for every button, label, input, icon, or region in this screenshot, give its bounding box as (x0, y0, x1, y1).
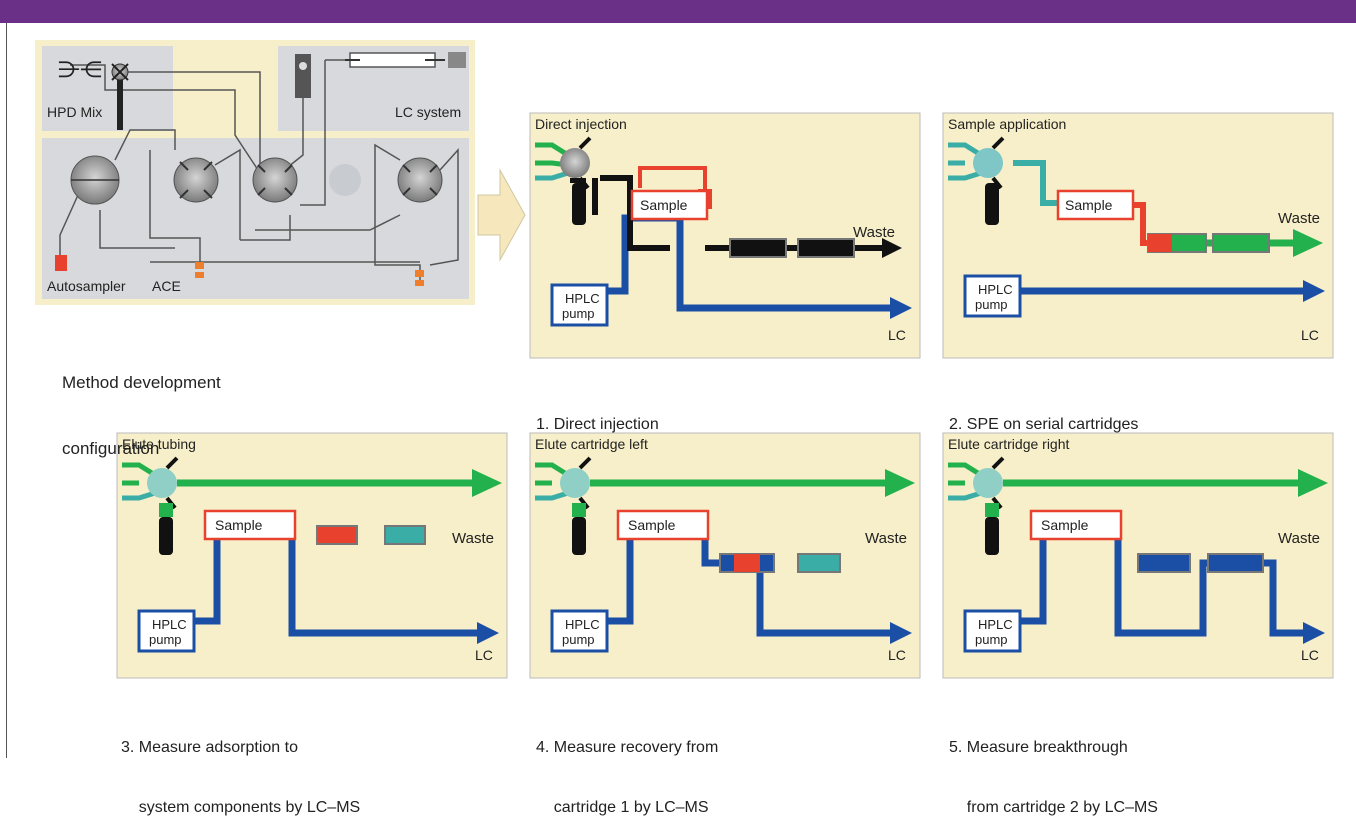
sample-label: Sample (640, 197, 688, 213)
left-rule (6, 23, 7, 758)
waste-label: Waste (865, 530, 907, 547)
hpd-mix-box (42, 46, 173, 131)
hpd-mix-label: HPD Mix (47, 104, 102, 120)
lc-label: LC (1301, 647, 1319, 663)
lc-label: LC (888, 327, 906, 343)
panel-1-caption: 1. Direct injection (536, 375, 659, 455)
panel-2-caption: 2. SPE on serial cartridges (949, 375, 1138, 455)
hplc-label: HPLC (565, 617, 600, 632)
ace-label: ACE (152, 278, 181, 294)
cartridge-1 (729, 238, 787, 258)
ace-vial-1 (195, 262, 204, 269)
caption-line1: 5. Measure breakthrough (949, 739, 1128, 756)
caption-line1: 2. SPE on serial cartridges (949, 416, 1139, 433)
transition-arrow (477, 168, 526, 262)
panel-elute-cartridge-left: Elute cartridge left Sample Waste LC HPL… (529, 432, 921, 679)
sample-label: Sample (628, 517, 676, 533)
lc-detector-icon (448, 52, 466, 68)
waste-label: Waste (452, 530, 494, 547)
panel-elute-cartridge-right: Elute cartridge right Sample Waste LC HP… (942, 432, 1334, 679)
lc-column-icon (349, 52, 436, 68)
lc-system-label: LC system (395, 104, 461, 120)
pump-label: pump (149, 632, 182, 647)
cartridge-2 (384, 525, 426, 545)
waste-label: Waste (1278, 210, 1320, 227)
panel-title: Sample application (948, 116, 1066, 132)
panel-title: Elute cartridge right (948, 436, 1070, 452)
caption-line2: cartridge 1 by LC–MS (536, 799, 709, 816)
caption-line1: 1. Direct injection (536, 416, 659, 433)
caption-line2: system components by LC–MS (121, 799, 361, 816)
lc-label: LC (888, 647, 906, 663)
hplc-label: HPLC (152, 617, 187, 632)
overview-valves (70, 155, 443, 205)
lc-system-valve (295, 54, 311, 98)
diagram-canvas: ⋺⋲ HPD Mix LC system Autosampler ACE (35, 40, 1334, 679)
hplc-label: HPLC (978, 617, 1013, 632)
panel-sample-application: Sample application Sample Waste LC HPLC … (942, 112, 1334, 359)
hplc-label: HPLC (978, 282, 1013, 297)
waste-label: Waste (853, 224, 895, 241)
pump-label: pump (562, 632, 595, 647)
panel-elute-tubing: Elute tubing Sample Waste LC HPLC pump (116, 432, 508, 679)
header-bar (0, 0, 1356, 23)
panel-title: Elute tubing (122, 436, 196, 452)
sample-label: Sample (1065, 197, 1113, 213)
autosampler-label: Autosampler (47, 278, 126, 294)
lc-label: LC (1301, 327, 1319, 343)
caption-line1: 4. Measure recovery from (536, 739, 719, 756)
waste-label: Waste (1278, 530, 1320, 547)
hpd-mixer-icon: ⋺⋲ (58, 58, 102, 83)
cartridge-2 (797, 238, 855, 258)
caption-line1: 3. Measure adsorption to (121, 739, 298, 756)
panel-title: Elute cartridge left (535, 436, 648, 452)
hplc-label: HPLC (565, 291, 600, 306)
pump-label: pump (975, 632, 1008, 647)
lc-label: LC (475, 647, 493, 663)
sample-label: Sample (1041, 517, 1089, 533)
cartridge-2 (797, 553, 841, 573)
waste-arrowhead (882, 238, 902, 258)
pump-label: pump (562, 306, 595, 321)
injector-syringe (572, 183, 586, 225)
overview-diagram: ⋺⋲ HPD Mix LC system Autosampler ACE (35, 40, 475, 305)
overview-caption-line1: Method development (62, 373, 221, 392)
cartridge-2 (1207, 553, 1264, 573)
panel-direct-injection: Direct injection Sample Waste LC HPLC pu… (529, 112, 921, 359)
panel-5-caption: 5. Measure breakthrough from cartridge 2… (949, 698, 1158, 838)
cartridge-2 (1212, 233, 1270, 253)
caption-line2: from cartridge 2 by LC–MS (949, 799, 1158, 816)
panel-4-caption: 4. Measure recovery from cartridge 1 by … (536, 698, 718, 838)
overview-tubing (59, 59, 459, 280)
pump-label: pump (975, 297, 1008, 312)
panel-title: Direct injection (535, 116, 627, 132)
overview-caption: Method development configuration (62, 328, 221, 482)
overview-caption-line2: configuration (62, 439, 160, 458)
panel-3-caption: 3. Measure adsorption to system componen… (121, 698, 360, 838)
hpd-pump-icon (117, 80, 123, 130)
ace-vial-2 (415, 270, 424, 277)
autosampler-vial (55, 255, 67, 271)
lc-arrowhead (890, 297, 912, 319)
sample-label: Sample (215, 517, 263, 533)
cartridge-1 (316, 525, 358, 545)
cartridge-1 (1137, 553, 1191, 573)
